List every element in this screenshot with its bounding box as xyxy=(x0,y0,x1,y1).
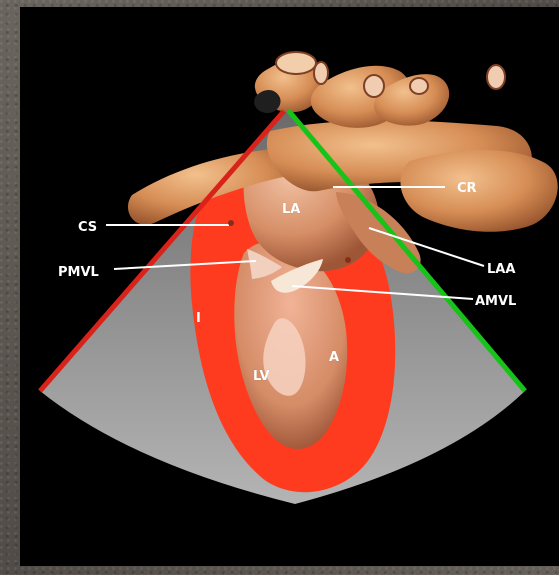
cs-marker xyxy=(228,220,234,226)
label-i: I xyxy=(196,311,201,326)
vessel-opening-3 xyxy=(364,75,384,97)
right-vessel-branch xyxy=(400,150,557,232)
label-amvl: AMVL xyxy=(475,294,516,309)
label-cs: CS xyxy=(78,220,97,235)
vessel-opening-4 xyxy=(410,78,428,94)
laa-marker xyxy=(345,257,351,263)
label-laa: LAA xyxy=(487,262,515,277)
heart-ultrasound-diagram: CR LA CS PMVL LAA AMVL I LV A xyxy=(20,7,559,566)
label-lv: LV xyxy=(253,369,270,384)
vessel-opening-1 xyxy=(276,52,316,74)
echocardiography-panel: CR LA CS PMVL LAA AMVL I LV A xyxy=(20,7,559,566)
label-la: LA xyxy=(282,202,300,217)
vessel-opening-2 xyxy=(314,62,328,84)
label-a: A xyxy=(329,350,339,365)
vessel-opening-5 xyxy=(487,65,505,89)
label-cr: CR xyxy=(457,181,477,196)
label-pmvl: PMVL xyxy=(58,265,99,280)
